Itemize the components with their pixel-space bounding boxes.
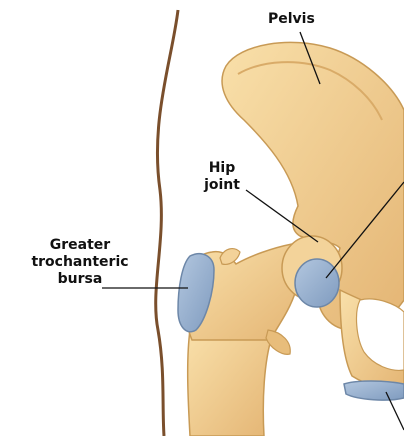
femur-shaft bbox=[188, 330, 272, 436]
hip-joint-label-line2: joint bbox=[197, 177, 247, 194]
lesser-trochanter bbox=[266, 330, 290, 354]
hip-joint-label-line1: Hip bbox=[197, 160, 247, 177]
bursa-label-line3: bursa bbox=[19, 271, 141, 288]
bursa-label-line1: Greater bbox=[19, 237, 141, 254]
bursa-label-line2: trochanteric bbox=[19, 254, 141, 271]
hip-joint-label: Hip joint bbox=[197, 160, 247, 194]
skin-outline bbox=[156, 10, 178, 436]
ischial-bursa bbox=[344, 381, 404, 400]
trochanter-tip bbox=[220, 249, 240, 265]
hip-joint-bursa bbox=[295, 259, 339, 307]
pelvis-label: Pelvis bbox=[268, 11, 315, 28]
greater-trochanteric-bursa-label: Greater trochanteric bursa bbox=[19, 237, 141, 288]
